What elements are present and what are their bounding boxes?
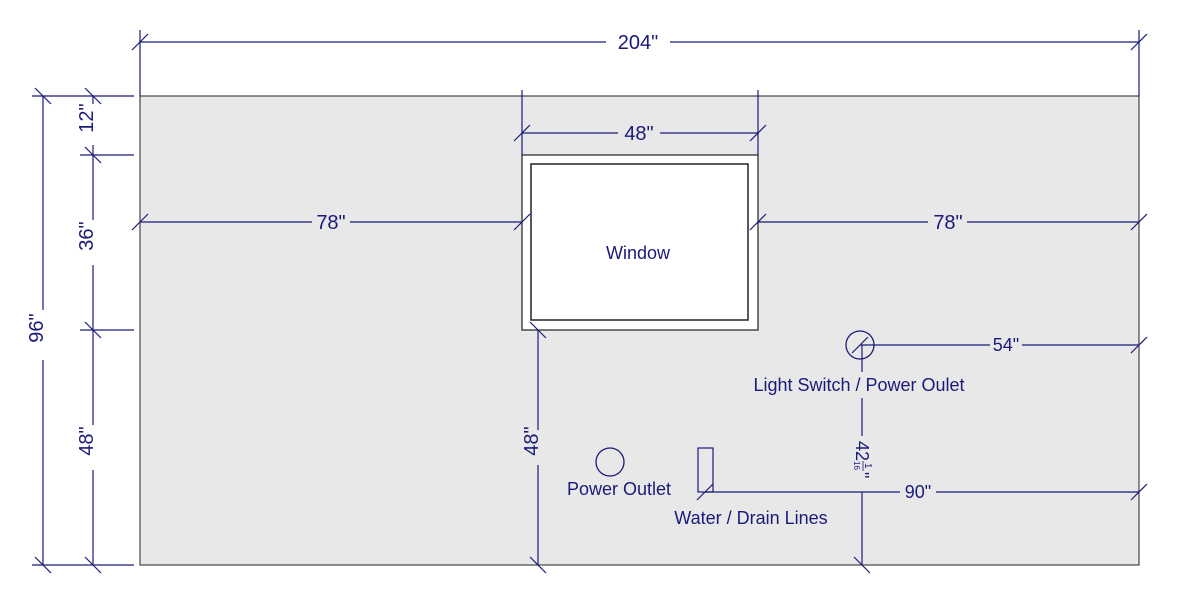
window-to-floor-label: 48" <box>521 426 543 455</box>
light-switch-label: Light Switch / Power Oulet <box>753 375 964 395</box>
switch-height-numerator: 1 <box>862 463 873 469</box>
right-offset-label: 78" <box>933 212 962 234</box>
switch-from-right-label: 54" <box>993 335 1019 355</box>
top-gap-label: 12" <box>76 103 98 132</box>
window: Window <box>521 154 759 331</box>
window-height-label: 36" <box>76 221 98 250</box>
window-width-label: 48" <box>624 123 653 145</box>
switch-vertical-dimension: 42 1 16 " <box>852 345 873 574</box>
window-label: Window <box>606 243 671 263</box>
overall-height-dimension: 96" <box>26 87 134 574</box>
power-outlet-label: Power Outlet <box>567 479 671 499</box>
water-horizontal-dimension: 90" <box>696 482 1148 502</box>
switch-height-whole: 42 <box>852 441 872 461</box>
water-from-right-label: 90" <box>905 482 931 502</box>
left-offset-dimension: 78" <box>131 212 531 234</box>
power-outlet-icon <box>595 447 625 477</box>
window-to-floor-dimension: 48" <box>521 321 547 574</box>
switch-height-denominator: 16 <box>852 461 861 470</box>
switch-horizontal-dimension: 54" <box>851 335 1148 355</box>
overall-width-label: 204" <box>618 32 658 54</box>
switch-height-inch: " <box>852 472 872 478</box>
overall-height-label: 96" <box>26 313 48 342</box>
window-width-dimension: 48" <box>513 90 767 155</box>
overall-width-dimension: 204" <box>131 30 1148 96</box>
water-drain-label: Water / Drain Lines <box>674 508 827 528</box>
sill-height-label: 48" <box>76 426 98 455</box>
right-offset-dimension: 78" <box>749 212 1148 234</box>
vertical-chain-dimension: 12" 36" 48" <box>76 87 134 574</box>
left-offset-label: 78" <box>316 212 345 234</box>
